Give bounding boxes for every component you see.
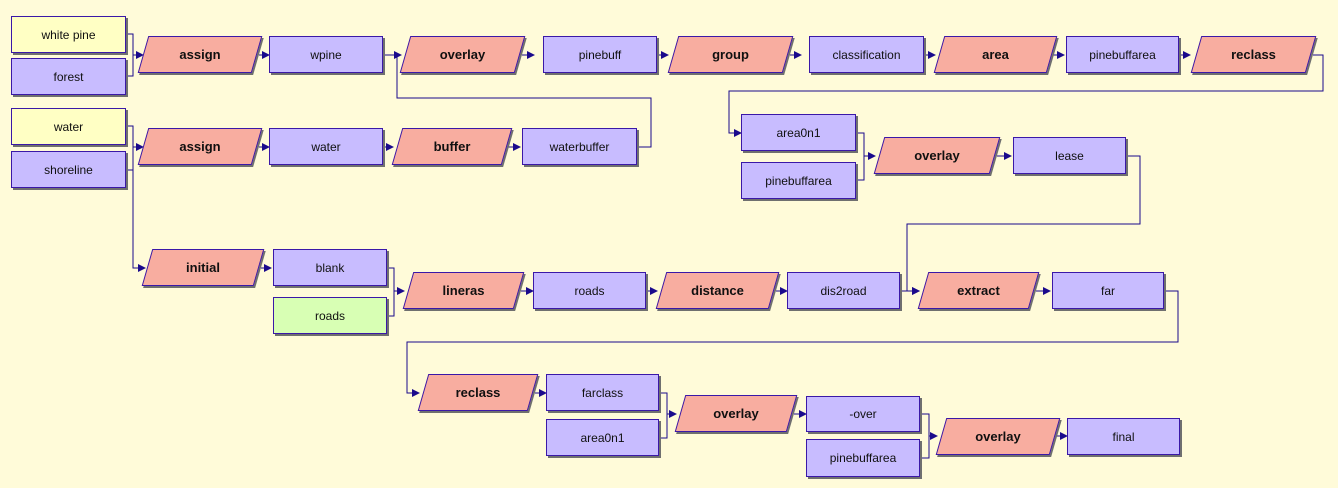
node-white-pine[interactable]: white pine (11, 16, 126, 53)
node-roads-input[interactable]: roads (273, 297, 387, 334)
node-lease[interactable]: lease (1013, 137, 1126, 174)
process-extract-label: extract (957, 283, 1000, 298)
process-initial-label: initial (186, 260, 220, 275)
node-pinebuffarea-2[interactable]: pinebuffarea (741, 162, 856, 199)
node-final[interactable]: final (1067, 418, 1180, 455)
node-far[interactable]: far (1052, 272, 1164, 309)
process-overlay-4-label: overlay (975, 429, 1021, 444)
node-pinebuffarea-3[interactable]: pinebuffarea (806, 439, 920, 477)
process-initial[interactable]: initial (147, 249, 259, 286)
process-reclass-2[interactable]: reclass (423, 374, 533, 411)
process-distance-label: distance (691, 283, 744, 298)
process-overlay-1-label: overlay (439, 47, 486, 62)
node-forest[interactable]: forest (11, 58, 126, 95)
process-overlay-3-label: overlay (713, 406, 759, 421)
process-lineras[interactable]: lineras (408, 272, 519, 309)
node-water[interactable]: water (269, 128, 383, 165)
node-blank[interactable]: blank (273, 249, 387, 286)
process-assign-1-label: assign (179, 47, 221, 62)
node-shoreline[interactable]: shoreline (11, 151, 126, 188)
node-over[interactable]: -over (806, 396, 920, 432)
process-buffer[interactable]: buffer (397, 128, 507, 165)
process-overlay-2-label: overlay (914, 148, 960, 163)
process-assign-1[interactable]: assign (143, 36, 257, 73)
process-group[interactable]: group (673, 36, 788, 73)
node-area0n1-2[interactable]: area0n1 (546, 419, 659, 456)
process-overlay-2[interactable]: overlay (879, 137, 995, 174)
process-lineras-label: lineras (442, 283, 485, 298)
node-pinebuff[interactable]: pinebuff (543, 36, 657, 73)
process-overlay-1[interactable]: overlay (405, 36, 520, 73)
node-farclass[interactable]: farclass (546, 374, 659, 411)
process-reclass-1-label: reclass (1231, 47, 1276, 62)
node-pinebuffarea-1[interactable]: pinebuffarea (1066, 36, 1179, 73)
node-wpine[interactable]: wpine (269, 36, 383, 73)
node-dis2road[interactable]: dis2road (787, 272, 900, 309)
process-group-label: group (712, 47, 749, 62)
process-area-label: area (982, 47, 1009, 62)
process-area[interactable]: area (939, 36, 1052, 73)
process-reclass-2-label: reclass (455, 385, 501, 400)
node-waterbuffer[interactable]: waterbuffer (522, 128, 637, 165)
process-extract[interactable]: extract (923, 272, 1034, 309)
process-distance[interactable]: distance (661, 272, 774, 309)
process-assign-2[interactable]: assign (143, 128, 257, 165)
node-area0n1-1[interactable]: area0n1 (741, 114, 856, 151)
process-overlay-3[interactable]: overlay (680, 395, 792, 432)
process-overlay-4[interactable]: overlay (941, 418, 1055, 455)
node-water-input[interactable]: water (11, 108, 126, 145)
process-buffer-label: buffer (433, 139, 471, 154)
node-roads[interactable]: roads (533, 272, 646, 309)
process-reclass-1[interactable]: reclass (1196, 36, 1311, 73)
process-assign-2-label: assign (179, 139, 221, 154)
node-classification[interactable]: classification (809, 36, 924, 73)
